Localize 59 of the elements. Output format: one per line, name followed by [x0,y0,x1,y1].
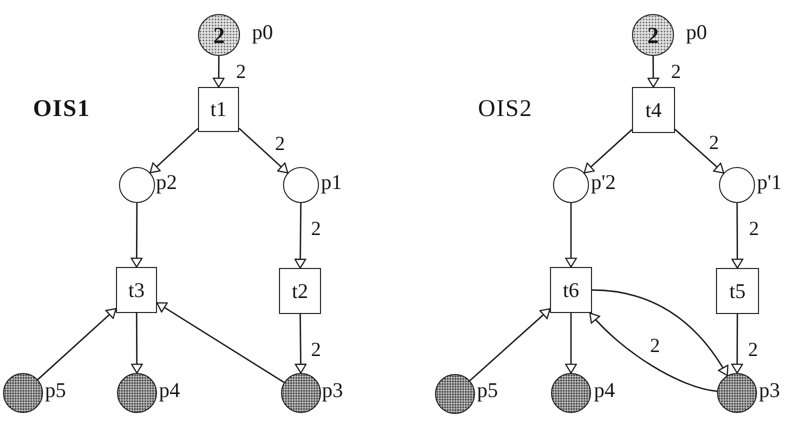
transition-box [116,267,157,313]
transition-label: t1 [210,99,227,120]
place-circle [283,167,319,203]
token-count: 2 [213,24,225,46]
place-circle [632,14,674,56]
place-circle [3,373,43,413]
place-label: p4 [159,380,180,401]
arrow [584,129,632,174]
arrow [565,203,577,268]
arrow [647,56,660,88]
transition-label: t3 [128,280,145,300]
transition-box [550,267,592,313]
place-circle [435,374,475,414]
place-label: p5 [45,380,66,401]
arrow [674,128,724,174]
arrow [469,308,551,382]
place-label: p'1 [757,172,782,193]
transition-box [279,268,321,314]
place-circle [719,167,755,203]
transition-box [716,268,759,314]
place-circle [717,373,757,413]
arrow [589,312,718,392]
place-label: p3 [322,380,343,401]
net-label: OIS1 [33,97,90,121]
place-label: p4 [594,380,615,401]
arrow [238,128,288,174]
place-circle [119,167,155,203]
place-circle [198,14,240,56]
arrow [156,302,284,383]
arrow [565,313,577,374]
place-label: p'2 [591,172,616,193]
arrow [130,313,143,374]
place-label: p0 [686,22,707,43]
arrow [150,128,198,174]
transition-box [632,87,675,133]
place-label: p1 [321,172,342,193]
transition-label: t5 [729,280,746,302]
place-label: p5 [477,380,498,401]
transition-label: t2 [292,280,308,302]
arrow [294,203,306,269]
place-circle [553,167,589,203]
place-circle [117,373,157,413]
token-count: 2 [647,24,659,46]
transition-label: t4 [645,100,662,120]
arrow [212,56,225,88]
arrow [592,289,728,376]
arrow [37,308,117,380]
place-circle [551,373,591,413]
place-label: p3 [759,380,780,401]
arrow [294,314,307,374]
transition-box [198,87,239,132]
arrow [130,203,143,268]
place-label: p0 [252,22,273,43]
transition-label: t6 [562,280,580,300]
net-label: OIS2 [478,97,533,121]
place-circle [281,373,321,413]
arrow [731,203,744,269]
place-label: p2 [156,172,177,193]
arrow [731,314,744,374]
